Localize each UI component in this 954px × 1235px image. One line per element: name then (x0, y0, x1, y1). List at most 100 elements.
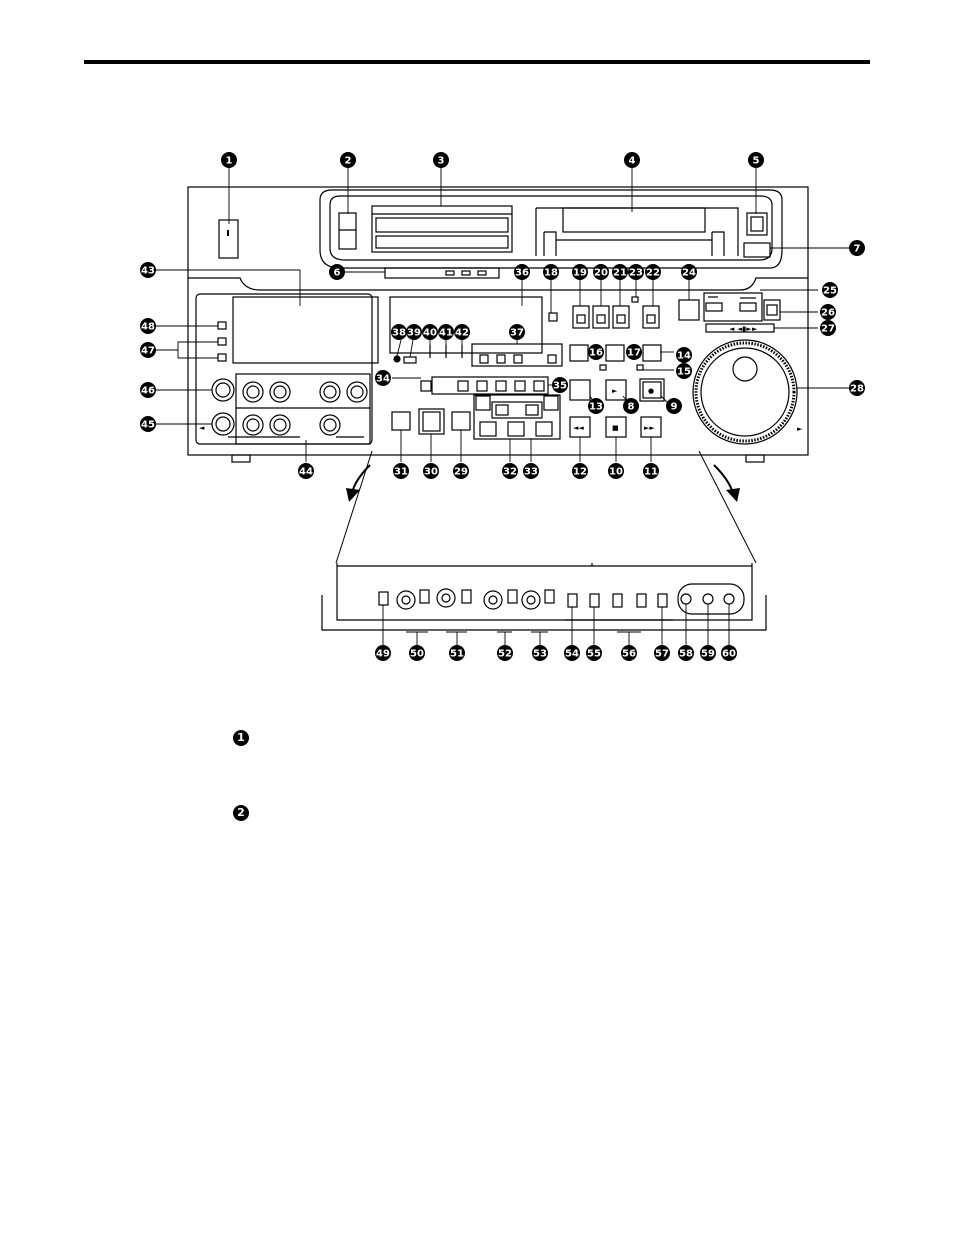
callout-57: 57 (654, 645, 670, 661)
svg-text:32: 32 (503, 467, 517, 478)
edit-buttons-32-33[interactable] (473, 394, 561, 440)
svg-text:23: 23 (629, 268, 643, 279)
svg-text:20: 20 (594, 268, 608, 279)
svg-text:3: 3 (438, 156, 445, 167)
callout-40: 40 (422, 324, 438, 340)
callout-22: 22 (645, 264, 661, 280)
button-13[interactable] (569, 379, 591, 401)
svg-text:2: 2 (345, 156, 352, 167)
callout-16: 16 (588, 344, 604, 360)
sub-panel-jacks[interactable] (680, 593, 735, 605)
callout-20: 20 (593, 264, 609, 280)
callout-55: 55 (586, 645, 602, 661)
svg-text:5: 5 (753, 156, 760, 167)
indicator-23 (631, 296, 639, 303)
callout-27: 27 (820, 320, 836, 336)
function-buttons-35[interactable] (431, 376, 549, 395)
button-29[interactable] (451, 411, 471, 431)
phones-jack[interactable] (211, 412, 235, 436)
callout-6: 6 (329, 264, 345, 280)
svg-text:53: 53 (533, 649, 547, 660)
callout-14: 14 (676, 347, 692, 363)
play-button[interactable] (605, 379, 627, 401)
svg-text:44: 44 (299, 467, 313, 478)
svg-text:17: 17 (627, 348, 641, 359)
sub-panel-bnc-connectors[interactable] (396, 588, 541, 610)
stop-glyph: ■ (612, 424, 619, 432)
svg-text:12: 12 (573, 467, 587, 478)
rec-button[interactable] (639, 378, 665, 402)
arrow-left (346, 488, 360, 502)
callout-21: 21 (612, 264, 628, 280)
callout-13: 13 (588, 398, 604, 414)
button-glyphs: ► ● ◄◄ ■ ►► ◄ ◄▮► ► ◄ ► (199, 325, 803, 433)
svg-text:42: 42 (455, 328, 469, 339)
button-31[interactable] (391, 411, 411, 431)
svg-text:58: 58 (679, 649, 693, 660)
button-30[interactable] (418, 408, 445, 435)
jog-mode-box-25[interactable] (703, 292, 763, 322)
callout-37: 37 (509, 324, 525, 340)
callout-49: 49 (375, 645, 391, 661)
callout-60: 60 (721, 645, 737, 661)
callout-46: 46 (140, 382, 156, 398)
arrow-right (726, 488, 740, 502)
svg-text:38: 38 (392, 328, 406, 339)
svg-text:6: 6 (334, 268, 341, 279)
svg-text:52: 52 (498, 649, 512, 660)
button-24[interactable] (678, 299, 700, 321)
button-17a[interactable] (605, 344, 625, 362)
small-right-arrow: ► (797, 425, 803, 433)
callout-45: 45 (140, 416, 156, 432)
button-26[interactable] (763, 299, 781, 321)
svg-text:11: 11 (644, 467, 658, 478)
svg-text:30: 30 (424, 467, 438, 478)
callout-4: 4 (624, 152, 640, 168)
svg-text:29: 29 (454, 467, 468, 478)
button-34[interactable] (420, 380, 432, 392)
callout-2: 2 (340, 152, 356, 168)
svg-text:50: 50 (410, 649, 424, 660)
svg-text:48: 48 (141, 322, 155, 333)
callout-19: 19 (572, 264, 588, 280)
cassette-up-down-buttons[interactable] (338, 212, 357, 250)
button-18[interactable] (548, 312, 558, 322)
callout-23: 23 (628, 264, 644, 280)
jog-shuttle-dial[interactable] (692, 339, 798, 445)
callout-34: 34 (375, 370, 391, 386)
callout-8: 8 (623, 398, 639, 414)
svg-text:57: 57 (655, 649, 669, 660)
svg-text:34: 34 (376, 374, 390, 385)
eject-button[interactable] (746, 212, 768, 236)
svg-text:43: 43 (141, 266, 155, 277)
svg-text:40: 40 (423, 328, 437, 339)
svg-text:33: 33 (524, 467, 538, 478)
power-switch[interactable] (218, 219, 239, 259)
button-17b[interactable] (642, 344, 662, 362)
audio-level-knobs[interactable] (242, 381, 368, 436)
sub-panel-switches[interactable] (378, 589, 668, 608)
svg-text:27: 27 (821, 324, 835, 335)
svg-text:25: 25 (823, 286, 837, 297)
callout-26: 26 (820, 304, 836, 320)
callout-15: 15 (676, 363, 692, 379)
leader-lines (152, 168, 849, 645)
svg-text:26: 26 (821, 308, 835, 319)
svg-text:47: 47 (141, 346, 155, 357)
svg-text:19: 19 (573, 268, 587, 279)
svg-text:36: 36 (515, 268, 529, 279)
svg-text:35: 35 (553, 381, 567, 392)
button-16[interactable] (569, 344, 589, 362)
svg-text:7: 7 (854, 244, 861, 255)
cassette-label-7 (743, 242, 771, 258)
svg-text:10: 10 (609, 467, 623, 478)
callout-10: 10 (608, 463, 624, 479)
callout-53: 53 (532, 645, 548, 661)
callout-9: 9 (666, 398, 682, 414)
mode-switches-19-22[interactable] (572, 305, 660, 329)
callout-28: 28 (849, 380, 865, 396)
phones-level-knob[interactable] (211, 378, 235, 402)
callout-35: 35 (552, 377, 568, 393)
svg-text:13: 13 (589, 402, 603, 413)
svg-text:8: 8 (628, 402, 635, 413)
